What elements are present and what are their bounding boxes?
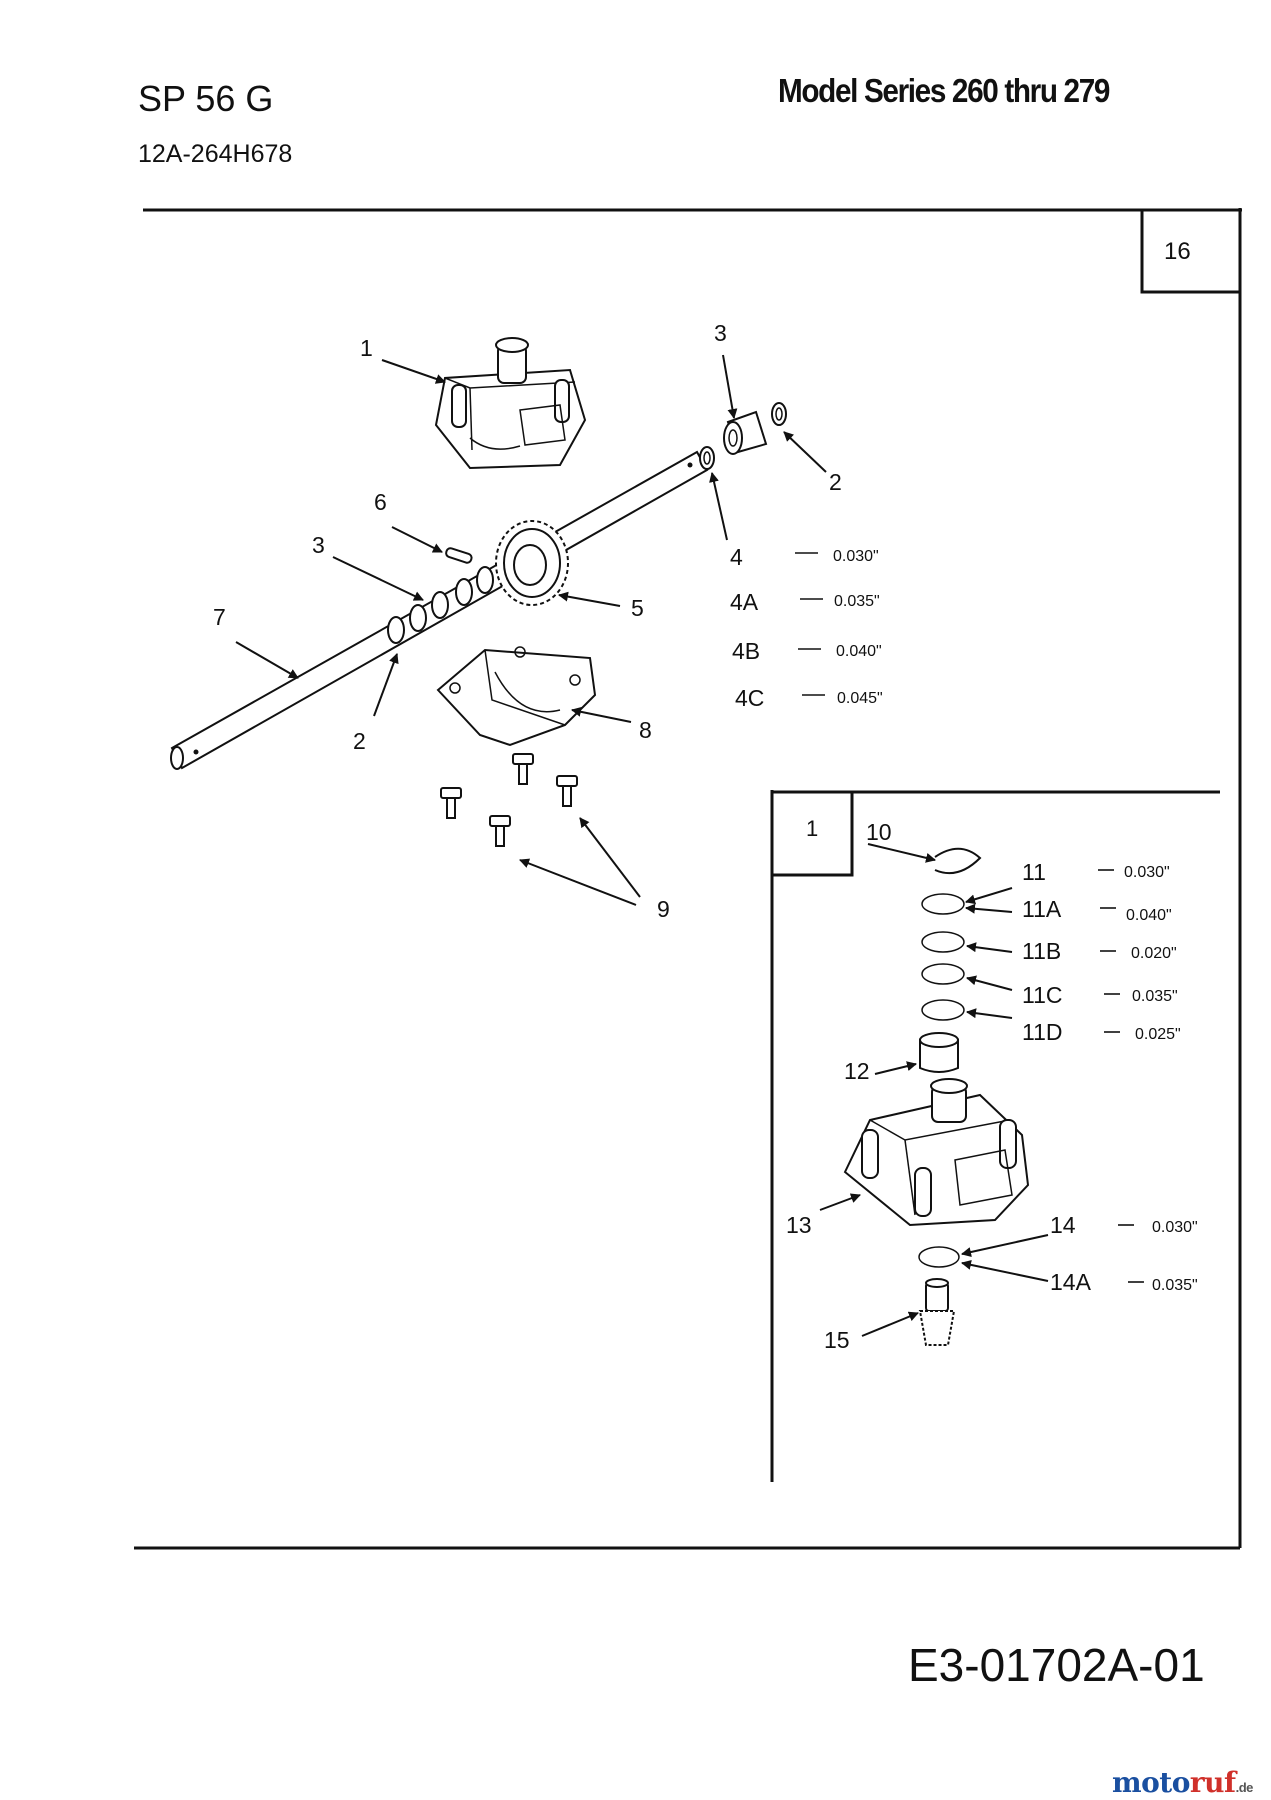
arrow-6 xyxy=(391,526,443,553)
shim-part-4 xyxy=(699,446,715,470)
arrow-13 xyxy=(819,1193,861,1211)
spec-4a: 0.035" xyxy=(834,593,880,610)
pinion-gear-part xyxy=(918,1278,956,1346)
spec-14: 0.030" xyxy=(1152,1219,1198,1236)
arrow-1 xyxy=(381,359,446,384)
callout-6: 6 xyxy=(374,489,387,515)
callout-8: 8 xyxy=(639,717,652,743)
arrow-3b xyxy=(332,556,424,601)
arrow-11a xyxy=(965,903,1013,914)
bearing-part xyxy=(919,1032,959,1073)
inset-shim-part xyxy=(918,1246,960,1268)
model-name: SP 56 G xyxy=(138,78,274,119)
bolt-part-a xyxy=(440,787,462,819)
spec-dashes xyxy=(795,552,1144,1283)
inset-number-box xyxy=(770,790,854,877)
arrow-3a xyxy=(722,354,738,419)
arrow-2b xyxy=(373,653,399,717)
callout-4a: 4A xyxy=(730,589,759,615)
arrow-7 xyxy=(235,641,299,679)
arrow-9b xyxy=(579,817,641,898)
callout-11: 11 xyxy=(1022,859,1046,885)
watermark-part2: ruf xyxy=(1189,1766,1236,1799)
callout-11a: 11A xyxy=(1022,896,1062,922)
callout-labels: 1 3 2 6 3 4 4A 4B 4C 5 7 2 8 9 10 11 11A… xyxy=(213,320,1092,1353)
callout-5: 5 xyxy=(631,595,644,621)
bolt-part-c xyxy=(512,753,534,785)
callout-11b: 11B xyxy=(1022,938,1061,964)
callout-3-upper: 3 xyxy=(714,320,727,346)
arrow-10 xyxy=(867,843,936,863)
main-frame xyxy=(134,208,1242,1550)
callout-10: 10 xyxy=(866,819,892,845)
callout-1: 1 xyxy=(360,335,373,361)
retaining-ring-part xyxy=(934,847,982,874)
shim-stack-part xyxy=(921,893,965,1021)
spec-11b: 0.020" xyxy=(1131,945,1177,962)
callout-13: 13 xyxy=(786,1212,812,1238)
arrow-4 xyxy=(709,472,728,541)
callout-2-lower: 2 xyxy=(353,728,366,754)
spec-14a: 0.035" xyxy=(1152,1277,1198,1294)
inset-housing-part xyxy=(843,1078,1030,1227)
arrow-5 xyxy=(558,591,621,607)
inset-frame xyxy=(770,790,1220,1482)
spec-11d: 0.025" xyxy=(1135,1026,1181,1043)
page-number-box xyxy=(1140,208,1242,294)
callout-3-lower: 3 xyxy=(312,532,325,558)
diagram-code: E3-01702A-01 xyxy=(908,1639,1205,1691)
arrow-9a xyxy=(519,858,637,906)
watermark-tld: .de xyxy=(1235,1780,1254,1795)
arrow-15 xyxy=(861,1311,919,1337)
page-number: 16 xyxy=(1164,238,1191,265)
arrow-11d xyxy=(966,1008,1013,1019)
inset-number: 1 xyxy=(806,816,819,841)
washer-part-2a xyxy=(771,402,787,426)
part-number: 12A-264H678 xyxy=(138,140,293,168)
model-series-title: Model Series 260 thru 279 xyxy=(778,72,1110,109)
arrow-11b xyxy=(966,942,1013,953)
arrow-14 xyxy=(961,1234,1049,1257)
spec-values: 0.030" 0.035" 0.040" 0.045" 0.030" 0.040… xyxy=(833,548,1198,1294)
arrow-2a xyxy=(783,431,827,473)
callout-2-upper: 2 xyxy=(829,469,842,495)
arrow-14a xyxy=(961,1259,1049,1282)
callout-4b: 4B xyxy=(732,638,760,664)
lower-housing-part xyxy=(436,646,597,747)
spec-11c: 0.035" xyxy=(1132,988,1178,1005)
bolt-part-d xyxy=(556,775,578,807)
bushing-part xyxy=(723,410,768,455)
arrow-11c xyxy=(966,975,1013,991)
callout-14a: 14A xyxy=(1050,1269,1092,1295)
arrow-8 xyxy=(571,706,632,723)
spec-4c: 0.045" xyxy=(837,690,883,707)
spec-4: 0.030" xyxy=(833,548,879,565)
leader-arrows xyxy=(235,354,1049,1337)
arrow-11 xyxy=(965,887,1013,905)
callout-9: 9 xyxy=(657,896,670,922)
watermark-part1: moto xyxy=(1112,1766,1190,1799)
callout-14: 14 xyxy=(1050,1212,1076,1238)
arrow-12 xyxy=(874,1061,917,1075)
callout-15: 15 xyxy=(824,1327,850,1353)
callout-7: 7 xyxy=(213,604,226,630)
callout-4: 4 xyxy=(730,544,743,570)
ring-gear-part xyxy=(495,520,569,606)
spec-11: 0.030" xyxy=(1124,864,1170,881)
key-part xyxy=(445,547,473,564)
callout-4c: 4C xyxy=(735,685,764,711)
bolt-part-b xyxy=(489,815,511,847)
upper-housing-part xyxy=(434,337,587,470)
callout-11d: 11D xyxy=(1022,1019,1063,1045)
callout-12: 12 xyxy=(844,1058,870,1084)
spec-4b: 0.040" xyxy=(836,643,882,660)
spec-11a: 0.040" xyxy=(1126,907,1172,924)
callout-11c: 11C xyxy=(1022,982,1063,1008)
watermark-logo: motoruf.de xyxy=(1112,1766,1253,1799)
